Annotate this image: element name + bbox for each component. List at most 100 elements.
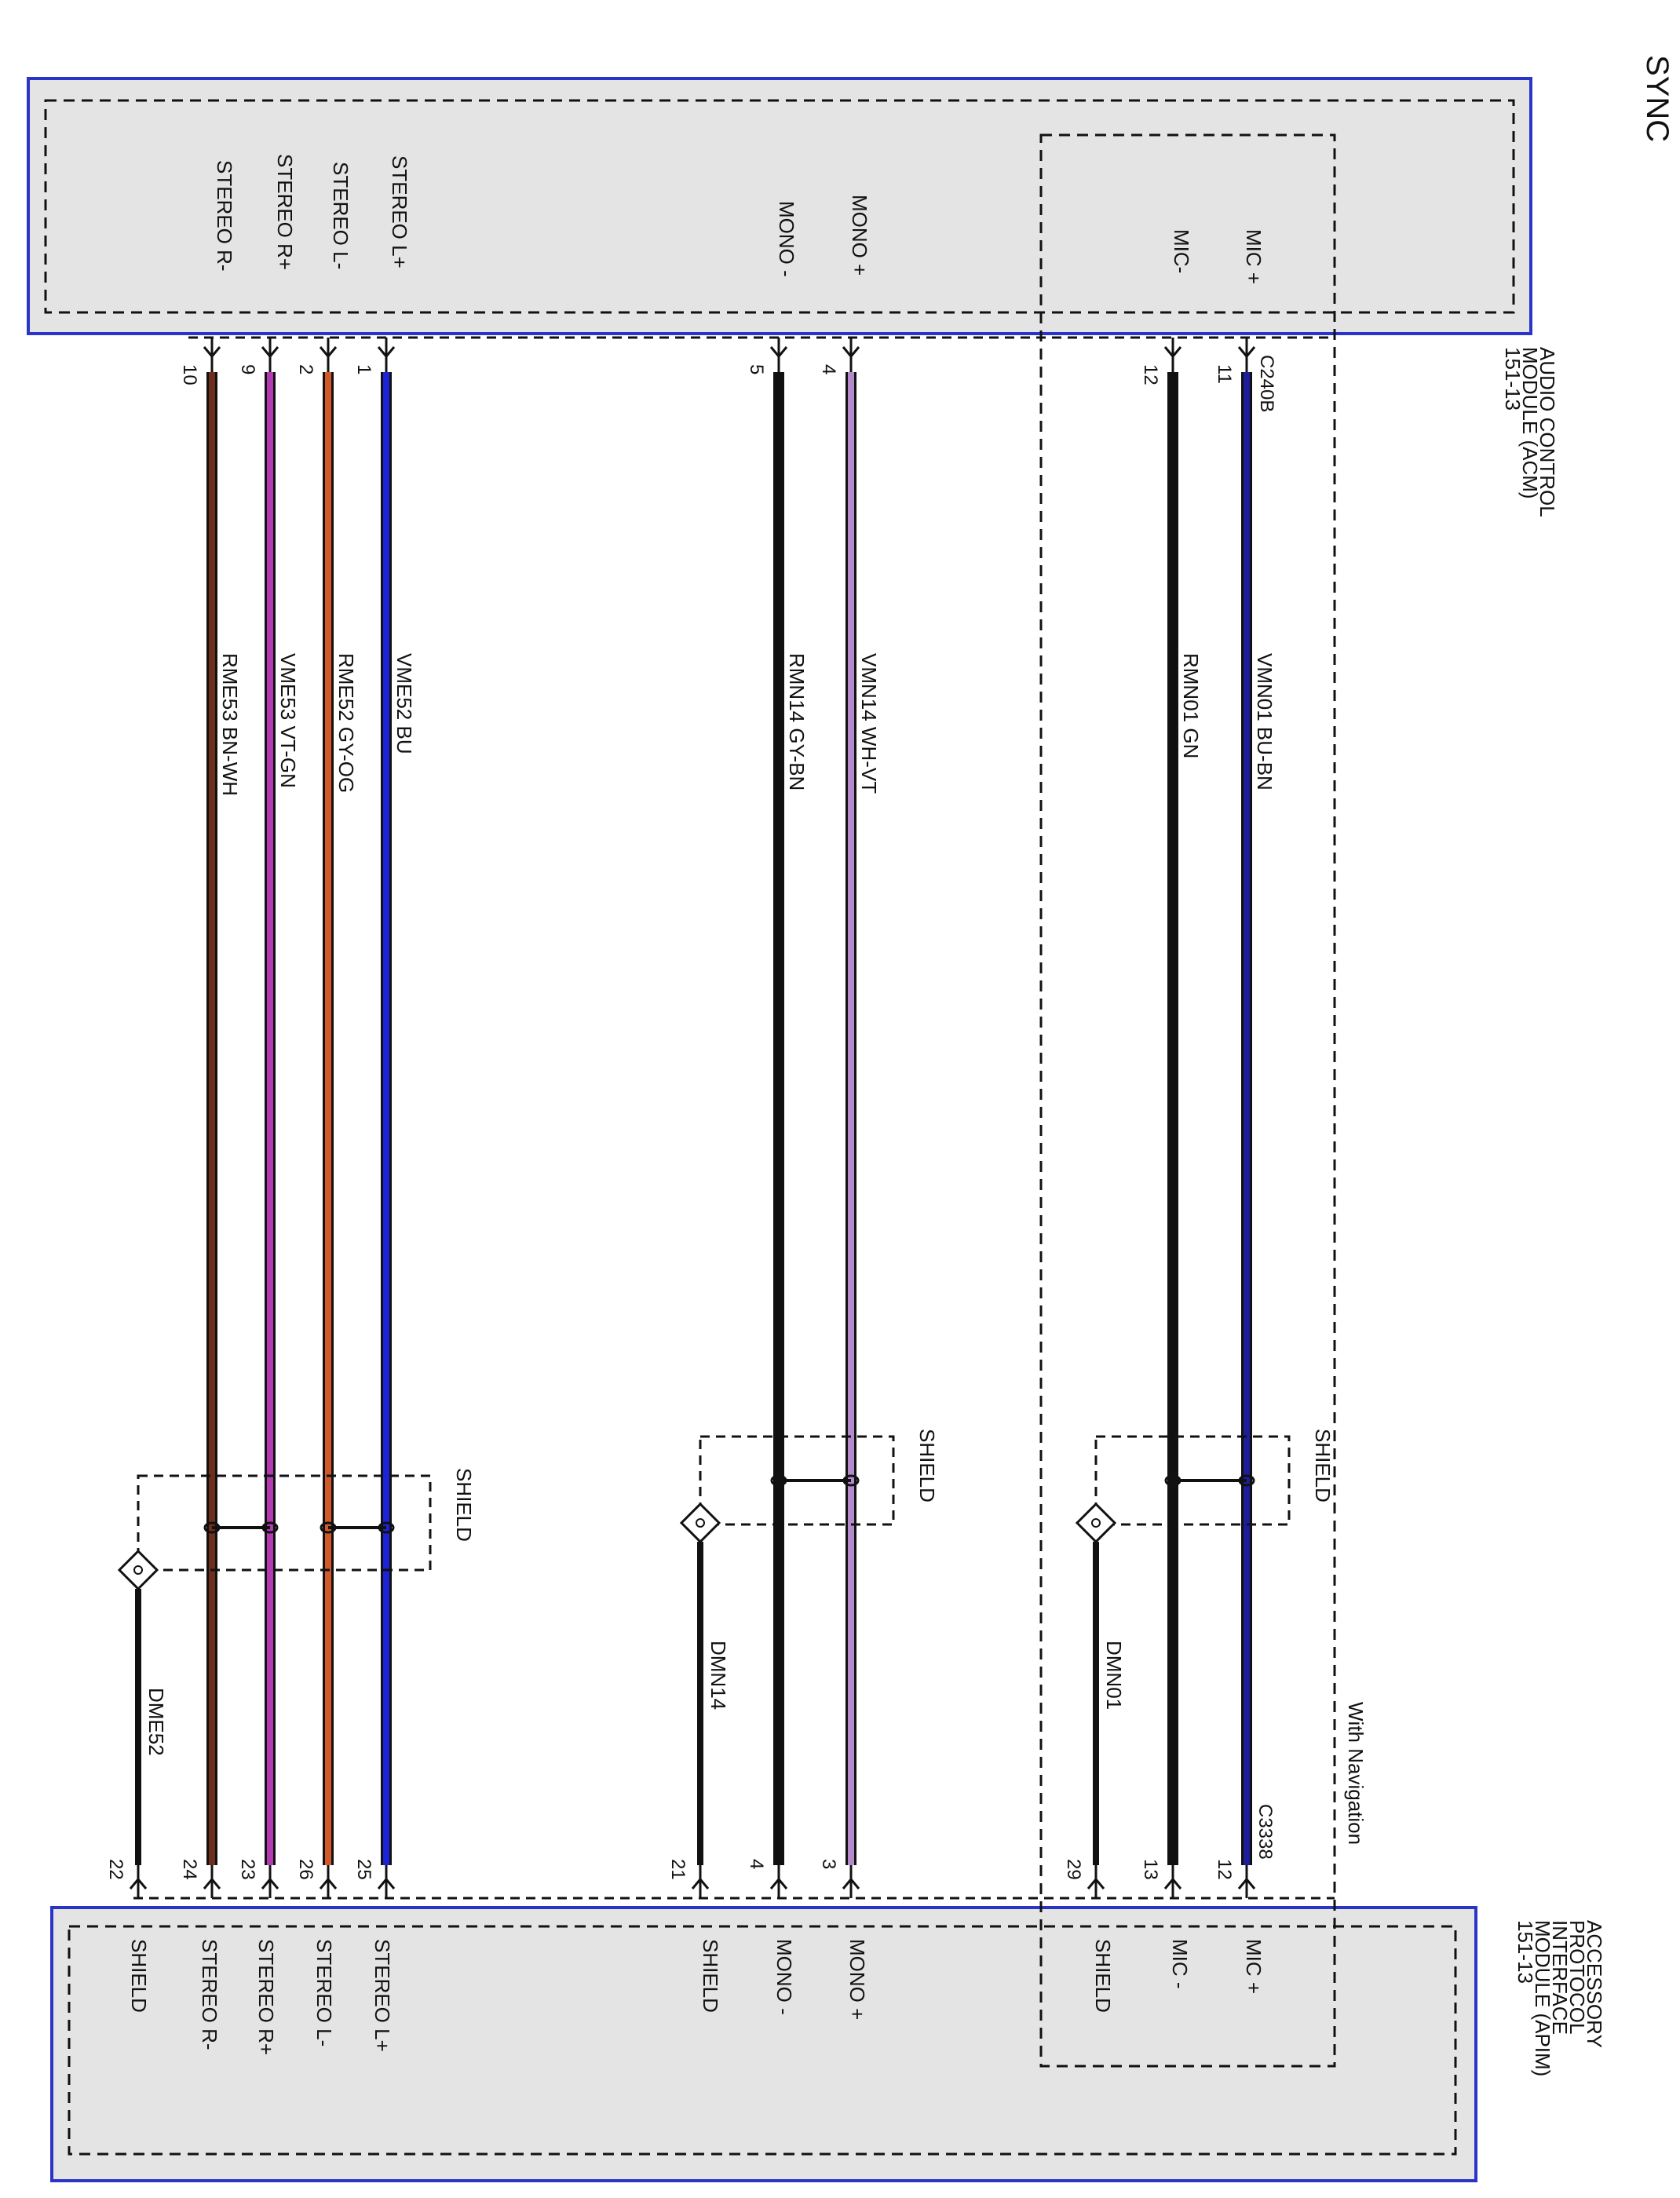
terminal-arrow-icon xyxy=(129,1877,148,1889)
wire-body xyxy=(1170,372,1176,1865)
apim-terminal-label: MIC + xyxy=(1242,1939,1265,1994)
acm-pin-number: 12 xyxy=(1140,364,1161,385)
with-navigation-option: With Navigation xyxy=(1039,133,1368,2068)
shield-ring-icon xyxy=(261,1521,279,1534)
shield-ring-icon xyxy=(378,1521,395,1534)
acm-pin-number: 11 xyxy=(1214,364,1235,384)
apim-pin-number: 26 xyxy=(295,1859,316,1880)
apim-terminal-label: MONO + xyxy=(845,1939,869,2020)
apim-module: SHIELD STEREO R- STEREO R+ STEREO L- STE… xyxy=(50,1906,1477,2182)
acm-terminal-label: MIC- xyxy=(1170,229,1193,273)
apim-terminal-label: SHIELD xyxy=(1091,1939,1115,2013)
wire-body xyxy=(1244,372,1250,1865)
terminal-arrow-icon xyxy=(1237,346,1256,359)
shield-ring-icon xyxy=(842,1474,860,1487)
acm-terminal-label: STEREO L+ xyxy=(388,155,411,268)
wire-body xyxy=(209,372,215,1865)
apim-pin-number: 22 xyxy=(105,1859,126,1880)
wire-circuit-label: VME52 BU xyxy=(393,653,416,754)
shield-DME52: SHIELD xyxy=(117,1468,476,1591)
apim-connector-id: C3338 xyxy=(1255,1804,1276,1860)
apim-terminal-label: STEREO R+ xyxy=(254,1939,278,2055)
acm-terminal-label: STEREO L- xyxy=(329,162,352,269)
acm-pin-number: 9 xyxy=(237,364,258,374)
acm-pin-number: 2 xyxy=(295,364,316,374)
splice-dot-icon xyxy=(696,1518,705,1528)
shield-DMN01: SHIELD xyxy=(1075,1429,1335,1544)
wire-circuit-label: RMN14 GY-BN xyxy=(785,653,809,790)
terminal-arrow-icon xyxy=(769,346,788,359)
terminal-arrow-icon xyxy=(319,346,338,359)
terminal-arrow-icon xyxy=(691,1877,710,1889)
terminal-arrow-icon xyxy=(377,346,396,359)
splice-diamond-icon xyxy=(117,1549,159,1591)
terminal-arrow-icon xyxy=(377,1877,396,1889)
apim-pin-number: 13 xyxy=(1140,1859,1161,1880)
terminal-arrow-icon xyxy=(842,1877,860,1889)
wire-circuit-label: VME53 VT-GN xyxy=(276,653,300,788)
apim-terminal-label: MONO - xyxy=(772,1939,796,2015)
apim-pin-number: 12 xyxy=(1214,1859,1235,1880)
apim-pin-number: 25 xyxy=(353,1859,374,1880)
acm-pin-number: 10 xyxy=(179,364,200,385)
terminal-arrow-icon xyxy=(203,346,221,359)
acm-connector-id: C240B xyxy=(1256,355,1277,412)
acm-terminal-label: MONO - xyxy=(775,201,798,277)
wire-circuit-label: VMN01 BU-BN xyxy=(1253,653,1276,790)
apim-pin-number: 29 xyxy=(1063,1859,1084,1880)
svg-text:MODULE (ACM): MODULE (ACM) xyxy=(1518,347,1542,499)
acm-terminal-label: STEREO R+ xyxy=(273,154,297,270)
shield-ring-icon xyxy=(1164,1474,1181,1487)
acm-pin-number: 4 xyxy=(818,364,839,374)
shield-label: SHIELD xyxy=(452,1468,476,1542)
shield-ring-icon xyxy=(1238,1474,1255,1487)
acm-terminal-label: MIC + xyxy=(1242,229,1265,284)
svg-text:INTERFACE: INTERFACE xyxy=(1548,1920,1572,2035)
splice-dot-icon xyxy=(133,1565,143,1575)
acm-module-box xyxy=(27,77,1532,335)
apim-pin-number: 24 xyxy=(179,1859,200,1880)
apim-terminal-label: MIC - xyxy=(1168,1939,1192,1989)
terminal-arrow-icon xyxy=(1163,346,1182,359)
acm-terminal-label: MONO + xyxy=(848,195,871,276)
acm-terminal-label: STEREO R- xyxy=(213,160,236,272)
svg-text:ACCESSORY: ACCESSORY xyxy=(1583,1920,1606,2048)
svg-text:MODULE (APIM): MODULE (APIM) xyxy=(1531,1920,1554,2076)
apim-module-inner-dash xyxy=(68,1925,1457,2156)
splice-dot-icon xyxy=(1091,1518,1101,1528)
shield-box xyxy=(1094,1435,1291,1526)
shield-label: SHIELD xyxy=(1311,1429,1335,1502)
svg-text:AUDIO CONTROL: AUDIO CONTROL xyxy=(1536,347,1559,517)
wire-VME53: 9 23 VME53 VT-GN xyxy=(237,338,300,1898)
wire-VMN01: 11 12 VMN01 BU-BN xyxy=(1214,338,1276,1898)
acm-module-name: AUDIO CONTROL MODULE (ACM) 151-13 xyxy=(1501,347,1559,517)
apim-terminal-label: SHIELD xyxy=(127,1939,151,2013)
apim-terminal-label: STEREO R- xyxy=(198,1939,221,2050)
apim-terminal-label: SHIELD xyxy=(699,1939,722,2013)
shield-ring-icon xyxy=(203,1521,221,1534)
terminal-arrow-icon xyxy=(319,1877,338,1889)
terminal-arrow-icon xyxy=(261,1877,279,1889)
apim-module-name: ACCESSORY PROTOCOL INTERFACE MODULE (API… xyxy=(1514,1920,1606,2076)
wire-circuit-label: RMN01 GN xyxy=(1179,653,1203,758)
shield-ring-icon xyxy=(320,1521,337,1534)
terminal-arrow-icon xyxy=(769,1877,788,1889)
option-label: With Navigation xyxy=(1344,1702,1368,1845)
wire-body xyxy=(325,372,331,1865)
shield-ring-icon xyxy=(770,1474,787,1487)
apim-pin-number: 21 xyxy=(667,1859,688,1880)
terminal-arrow-icon xyxy=(1237,1877,1256,1889)
apim-terminal-label: STEREO L- xyxy=(312,1939,336,2046)
acm-module: STEREO R- STEREO R+ STEREO L- STEREO L+ … xyxy=(27,77,1532,335)
apim-pin-number: 23 xyxy=(237,1859,258,1880)
splice-diamond-icon xyxy=(1075,1502,1117,1544)
